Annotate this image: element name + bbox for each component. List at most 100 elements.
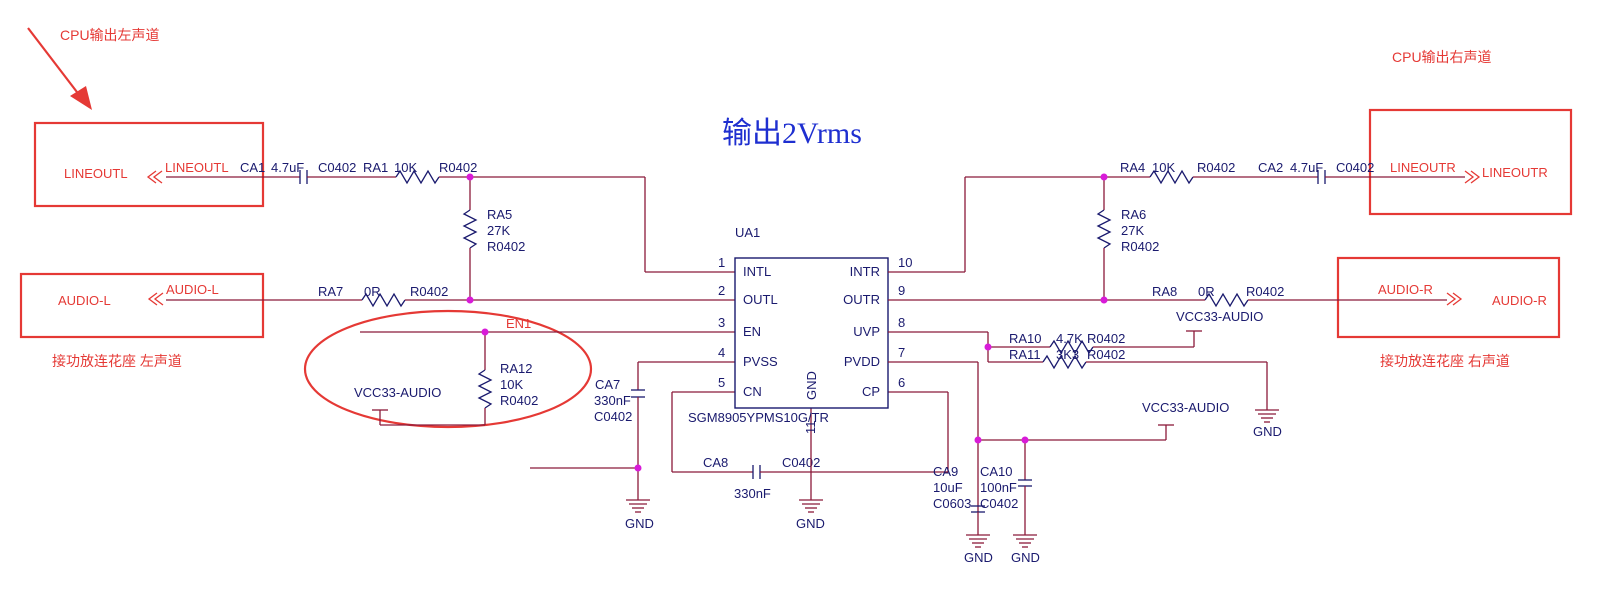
- ra12-resistor: [477, 369, 493, 409]
- amp-left-note: 接功放连花座 左声道: [52, 353, 182, 369]
- lineoutl-highlight-box: [33, 121, 265, 208]
- ca1-ref: CA1: [240, 160, 265, 175]
- audior-port: AUDIO-R: [1378, 282, 1463, 306]
- ra7-resistor: [361, 292, 406, 308]
- gnd-label-ic: GND: [796, 516, 825, 531]
- junction-dot: [634, 464, 642, 472]
- ca8-capacitor: [752, 465, 761, 479]
- cpu-left-note: CPU输出左声道: [60, 27, 160, 43]
- ca8-package: C0402: [782, 455, 820, 470]
- ic-pin-number: 10: [898, 255, 912, 270]
- ra8-package: R0402: [1246, 284, 1284, 299]
- ic-gnd-pin-number: 11: [803, 421, 818, 435]
- gnd-label-ca7: GND: [625, 516, 654, 531]
- ca7-ref: CA7: [595, 377, 620, 392]
- ic-pin-name: PVDD: [844, 354, 880, 369]
- ra1-resistor: [395, 169, 440, 185]
- ic-pin-name: CN: [743, 384, 762, 399]
- lineoutl-box-label: LINEOUTL: [64, 166, 128, 181]
- ic-pin-name: OUTL: [743, 292, 778, 307]
- junction-dot: [466, 173, 474, 181]
- ic-pin-name: PVSS: [743, 354, 778, 369]
- junction-dot: [984, 343, 992, 351]
- ca1-package: C0402: [318, 160, 356, 175]
- ca10-capacitor: [1018, 479, 1032, 487]
- audior-net-label: AUDIO-R: [1378, 282, 1433, 297]
- ca2-package: C0402: [1336, 160, 1374, 175]
- ic-ref: UA1: [735, 225, 760, 240]
- annotation-arrow: [27, 27, 92, 110]
- ic-pin-number: 8: [898, 315, 905, 330]
- ca2-ref: CA2: [1258, 160, 1283, 175]
- audior-box-label: AUDIO-R: [1492, 293, 1547, 308]
- vcc-pvdd-label: VCC33-AUDIO: [1142, 400, 1229, 415]
- junction-dot: [481, 328, 489, 336]
- audiol-box-label: AUDIO-L: [58, 293, 111, 308]
- ra5-resistor: [462, 209, 478, 249]
- ca9-ref: CA9: [933, 464, 958, 479]
- ra11-ref: RA11: [1009, 347, 1041, 362]
- ic-pin-name: OUTR: [843, 292, 880, 307]
- ra4-value: 10K: [1152, 160, 1175, 175]
- ic-pin-number: 1: [718, 255, 725, 270]
- vcc-left-label: VCC33-AUDIO: [354, 385, 441, 400]
- audiol-port: AUDIO-L: [147, 282, 219, 306]
- ra6-resistor: [1096, 209, 1112, 249]
- audiol-net-label: AUDIO-L: [166, 282, 219, 297]
- ra1-ref: RA1: [363, 160, 388, 175]
- enable-highlight-ellipse: [303, 309, 593, 429]
- ca9-value: 10uF: [933, 480, 963, 495]
- ra11-value: 3K3: [1056, 347, 1079, 362]
- lineoutl-port: LINEOUTL: [146, 160, 229, 184]
- ic-pins: 1INTL2OUTL3EN4PVSS5CN10INTR9OUTR8UVP7PVD…: [718, 255, 912, 399]
- ic-pin-number: 5: [718, 375, 725, 390]
- ca7-package: C0402: [594, 409, 632, 424]
- ra5-ref: RA5: [487, 207, 512, 222]
- ra12-value: 10K: [500, 377, 523, 392]
- ra12-package: R0402: [500, 393, 538, 408]
- ra10-value: 4.7K: [1056, 331, 1083, 346]
- gnd-symbol-ca9: [966, 534, 990, 548]
- ic-pin-number: 6: [898, 375, 905, 390]
- ic-pin-name: CP: [862, 384, 880, 399]
- gnd-symbol-ra11: [1255, 409, 1279, 423]
- junction-dot: [466, 296, 474, 304]
- gnd-label-ca10: GND: [1011, 550, 1040, 565]
- ca7-value: 330nF: [594, 393, 631, 408]
- ra6-value: 27K: [1121, 223, 1144, 238]
- ra8-ref: RA8: [1152, 284, 1177, 299]
- lineoutr-net-label: LINEOUTR: [1390, 160, 1456, 175]
- junction-dot: [1021, 436, 1029, 444]
- en1-net-label: EN1: [506, 316, 531, 331]
- ra1-value: 10K: [394, 160, 417, 175]
- ra5-value: 27K: [487, 223, 510, 238]
- ca2-value: 4.7uF: [1290, 160, 1323, 175]
- ic-pin-name: EN: [743, 324, 761, 339]
- ra6-package: R0402: [1121, 239, 1159, 254]
- ic-pin-number: 2: [718, 283, 725, 298]
- gnd-symbol-ca7: [626, 499, 650, 513]
- gnd-label-ra11: GND: [1253, 424, 1282, 439]
- ic-pin-name: UVP: [853, 324, 880, 339]
- cpu-right-note: CPU输出右声道: [1392, 49, 1492, 65]
- ra4-package: R0402: [1197, 160, 1235, 175]
- ca7-capacitor: [631, 389, 645, 398]
- ra5-package: R0402: [487, 239, 525, 254]
- ic-pin-number: 4: [718, 345, 725, 360]
- schematic-title: 输出2Vrms: [722, 117, 862, 150]
- ra7-package: R0402: [410, 284, 448, 299]
- ic-part-number: SGM8905YPMS10G/TR: [688, 410, 829, 425]
- ra11-package: R0402: [1087, 347, 1125, 362]
- gnd-symbol-ic: [799, 499, 823, 513]
- audior-highlight-box: [1336, 256, 1561, 339]
- ca10-package: C0402: [980, 496, 1018, 511]
- ra10-resistor: [1049, 339, 1094, 355]
- ra12-ref: RA12: [500, 361, 533, 376]
- ic-pin-number: 3: [718, 315, 725, 330]
- ic-pin-number: 9: [898, 283, 905, 298]
- ca10-value: 100nF: [980, 480, 1017, 495]
- lineoutl-net-label: LINEOUTL: [165, 160, 229, 175]
- junction-dot: [974, 436, 982, 444]
- lineoutr-highlight-box: [1368, 108, 1573, 216]
